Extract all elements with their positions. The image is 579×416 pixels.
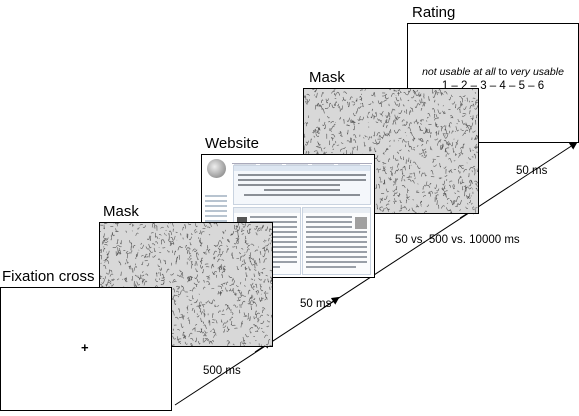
wikipedia-globe-icon: [207, 159, 226, 178]
rating-label: Rating: [412, 4, 455, 21]
rating-scale-high: very usable: [510, 66, 564, 78]
duration-fixation: 500 ms: [203, 365, 241, 377]
website-welcome-box: [233, 165, 371, 205]
mask-label-2: Mask: [309, 69, 345, 86]
duration-website: 50 vs. 500 vs. 10000 ms: [395, 234, 520, 246]
duration-mask2: 50 ms: [516, 165, 547, 177]
mask-label-1: Mask: [103, 203, 139, 220]
rating-scale-labels: not usable at all to very usable: [408, 66, 578, 78]
website-tabs: [232, 156, 372, 164]
website-right-column: [302, 207, 371, 275]
website-label: Website: [205, 135, 259, 152]
fixation-cross-symbol: +: [81, 340, 89, 355]
rating-scale-low: not usable at all: [422, 66, 496, 78]
fixation-screen: +: [0, 287, 172, 411]
duration-mask1: 50 ms: [300, 298, 331, 310]
fixation-label: Fixation cross: [2, 268, 95, 285]
rating-scale-to: to: [496, 66, 511, 78]
news-image-icon: [355, 217, 367, 229]
